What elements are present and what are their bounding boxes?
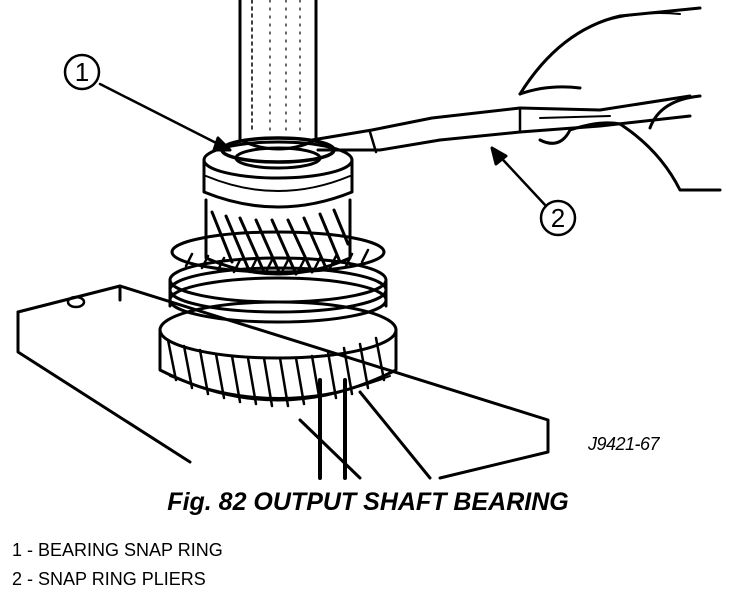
callout-1: 1: [63, 53, 232, 152]
snap-ring-pliers: [310, 94, 692, 154]
figure-caption: Fig. 82 OUTPUT SHAFT BEARING: [167, 488, 569, 516]
callout-2: 2: [490, 146, 577, 237]
callout-2-number: 2: [551, 203, 565, 233]
line-drawing: 1 2: [16, 0, 722, 480]
legend: 1 - BEARING SNAP RING 2 - SNAP RING PLIE…: [12, 536, 223, 594]
legend-item-1: 1 - BEARING SNAP RING: [12, 540, 223, 560]
bearing: [202, 140, 354, 209]
helical-gear: [204, 198, 352, 276]
legend-item-2: 2 - SNAP RING PLIERS: [12, 569, 206, 589]
support-block: [16, 284, 550, 480]
lower-gear: [158, 300, 398, 408]
figure-id: J9421-67: [588, 434, 660, 454]
synchronizer-rings: [168, 230, 388, 324]
output-shaft: [238, 0, 318, 151]
hand: [518, 6, 722, 192]
callout-1-number: 1: [75, 57, 89, 87]
